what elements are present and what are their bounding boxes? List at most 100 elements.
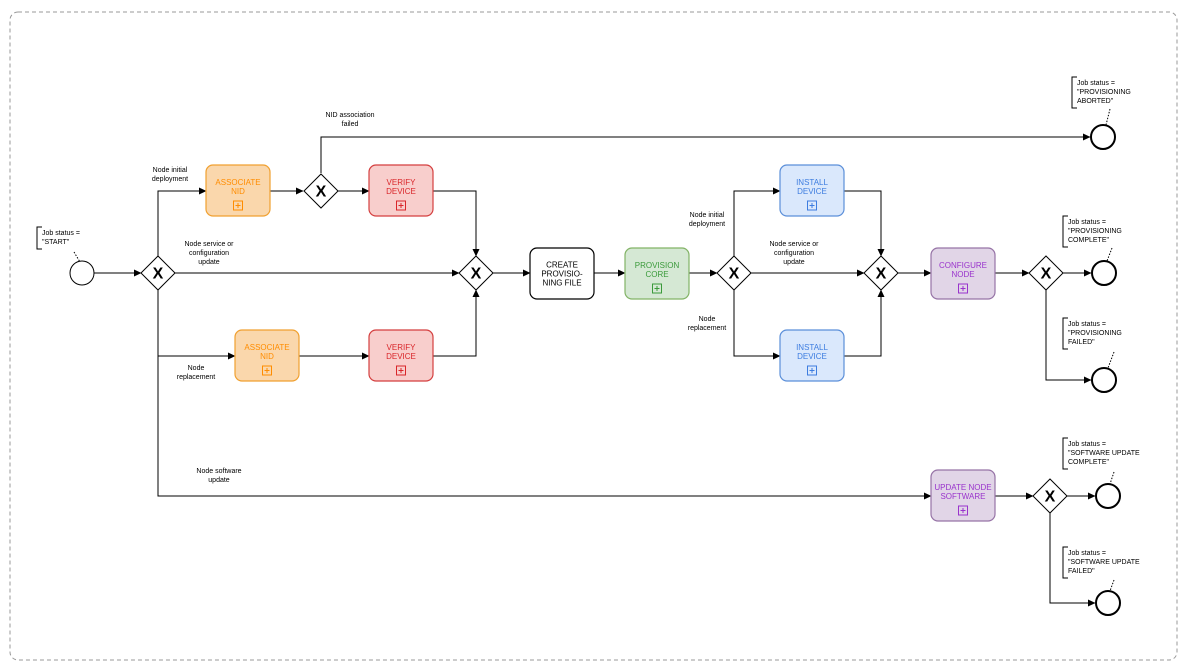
- task-label-line: DEVICE: [797, 352, 827, 361]
- flow-install-initial: [733, 187, 781, 256]
- text-line: update: [208, 477, 230, 484]
- gateway-symbol: X: [1041, 266, 1052, 283]
- task-label-line: VERIFY: [387, 178, 417, 187]
- text-line: Job status =: [42, 230, 80, 237]
- gateway-symbol: X: [316, 184, 327, 201]
- flow-verify-top-to-merge: [433, 190, 480, 257]
- text-line: FAILED": [1068, 568, 1095, 575]
- annotation-start: Job status = "START": [36, 226, 81, 263]
- end-event-sw-complete: [1095, 483, 1121, 509]
- task-label-line: PROVISION: [635, 261, 680, 270]
- text-line: Job status =: [1068, 219, 1106, 226]
- text-line: NID association: [325, 112, 374, 119]
- task-box: [368, 329, 434, 382]
- sequence-flows: [94, 133, 1096, 607]
- text-line: Job status =: [1068, 550, 1106, 557]
- plus-square-icon: [807, 200, 817, 211]
- text-line: "SOFTWARE UPDATE: [1068, 559, 1140, 566]
- task-label-line: INSTALL: [796, 178, 828, 187]
- end-event-complete: [1091, 260, 1117, 286]
- task-box: [779, 164, 845, 217]
- task-label-line: SOFTWARE: [940, 492, 985, 501]
- task-box: [624, 247, 690, 300]
- plus-square-icon: [807, 365, 817, 376]
- task-box: [205, 164, 271, 217]
- task-label-line: UPDATE NODE: [934, 483, 991, 492]
- plus-square-icon: [262, 365, 272, 376]
- task-label-line: ASSOCIATE: [215, 178, 260, 187]
- plus-square-icon: [396, 365, 406, 376]
- text-line: deployment: [152, 176, 188, 183]
- task-box: [368, 164, 434, 217]
- gateway-2: X: [303, 173, 339, 209]
- text-line: replacement: [688, 325, 727, 332]
- gateway-5: X: [863, 255, 899, 291]
- task-label-line: NID: [231, 187, 245, 196]
- end-event-failed: [1091, 367, 1117, 393]
- flow-software-update: [157, 356, 932, 500]
- task-box: [930, 469, 996, 522]
- plus-square-icon: [652, 283, 662, 294]
- end-event-sw-failed: [1095, 590, 1121, 616]
- flow-verify-bottom-to-merge: [433, 289, 480, 357]
- flow-to-sw-failed: [1049, 513, 1096, 607]
- text-line: configuration: [774, 250, 814, 257]
- text-line: update: [198, 259, 220, 266]
- gateways: X X X X X X X: [140, 173, 1068, 514]
- task-label-line: ASSOCIATE: [244, 343, 289, 352]
- flow-install-replacement: [733, 290, 781, 360]
- text-line: "START": [42, 239, 70, 246]
- text-line: Node: [188, 365, 205, 372]
- flow-install-bottom-to-merge: [844, 289, 885, 357]
- text-line: Node initial: [153, 167, 188, 174]
- task-box: [529, 247, 595, 300]
- text-line: "PROVISIONING: [1077, 89, 1131, 96]
- plus-square-icon: [958, 283, 968, 294]
- annotation-sw-failed-text: Job status = "SOFTWARE UPDATE FAILED": [1068, 550, 1140, 575]
- text-line: ABORTED": [1077, 98, 1114, 105]
- text-line: FAILED": [1068, 339, 1095, 346]
- flow-replacement: [157, 290, 236, 360]
- task-box: [234, 329, 300, 382]
- text-line: COMPLETE": [1068, 459, 1110, 466]
- task-label-line: DEVICE: [386, 187, 416, 196]
- flow-install-top-to-merge: [844, 190, 885, 257]
- task-label-line: VERIFY: [387, 343, 417, 352]
- gateway-symbol: X: [153, 266, 164, 283]
- annotations: Job status ="START" Job status ="PROVISI…: [36, 76, 1140, 592]
- task-label-line: NID: [260, 352, 274, 361]
- text-line: COMPLETE": [1068, 237, 1110, 244]
- events: [69, 124, 1121, 616]
